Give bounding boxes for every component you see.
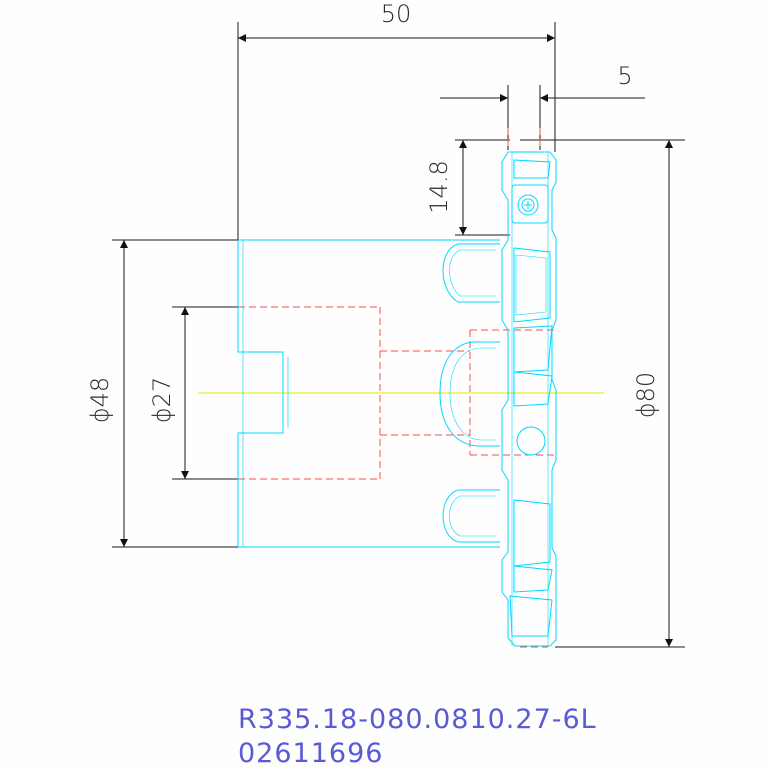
hub-body xyxy=(237,239,500,548)
dim-label-step: 14.8 xyxy=(425,160,453,213)
dim-label-offset: 5 xyxy=(617,62,632,90)
part-outline xyxy=(237,151,557,647)
dimension-lines xyxy=(112,22,685,648)
dim-label-length: 50 xyxy=(381,0,412,28)
lobe-middle xyxy=(439,341,500,447)
lobe-top xyxy=(442,243,500,303)
hidden-lines xyxy=(238,128,555,648)
lobe-bottom xyxy=(442,489,500,543)
item-number: 02611696 xyxy=(238,738,383,767)
dim-label-dia-80: ϕ80 xyxy=(632,372,660,418)
dim-label-dia-48: ϕ48 xyxy=(86,377,114,423)
dim-label-dia-27: ϕ27 xyxy=(148,377,176,423)
cutter-disc xyxy=(501,151,557,647)
part-code: R335.18-080.0810.27-6L xyxy=(238,704,597,735)
